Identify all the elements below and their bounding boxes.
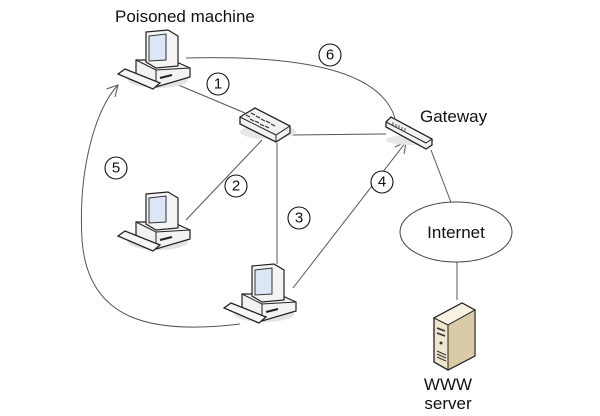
poisoned-machine-computer-icon[interactable] bbox=[117, 29, 191, 90]
link-5 bbox=[80, 85, 241, 328]
step-badge-6: 6 bbox=[318, 43, 342, 67]
gateway-label: Gateway bbox=[420, 107, 488, 126]
step-badge-5: 5 bbox=[104, 156, 128, 180]
link-2 bbox=[185, 139, 263, 221]
link-switch-gateway bbox=[291, 133, 387, 136]
www-server-icon[interactable] bbox=[432, 302, 477, 371]
computer-2-icon[interactable] bbox=[117, 191, 191, 252]
svg-text:6: 6 bbox=[326, 47, 334, 64]
switch-icon[interactable] bbox=[239, 107, 296, 143]
poisoned-machine-label: Poisoned machine bbox=[115, 7, 255, 26]
link-4 bbox=[292, 142, 406, 289]
step-badge-4: 4 bbox=[370, 170, 394, 194]
svg-text:1: 1 bbox=[214, 76, 222, 93]
internet-ellipse[interactable] bbox=[399, 201, 513, 263]
gateway-router-icon[interactable] bbox=[385, 116, 434, 150]
link-gateway-internet bbox=[430, 149, 453, 206]
svg-text:3: 3 bbox=[295, 210, 303, 227]
svg-text:5: 5 bbox=[112, 160, 120, 177]
server-label-server: server bbox=[424, 394, 472, 413]
link-1 bbox=[175, 83, 246, 114]
step-badge-3: 3 bbox=[287, 206, 311, 230]
server-label-www: WWW bbox=[424, 375, 472, 394]
step-badge-2: 2 bbox=[224, 174, 248, 198]
svg-text:4: 4 bbox=[378, 174, 386, 191]
link-6 bbox=[185, 57, 396, 119]
internet-label: Internet bbox=[427, 223, 485, 242]
computer-3-icon[interactable] bbox=[223, 263, 297, 324]
svg-text:2: 2 bbox=[232, 178, 240, 195]
step-badge-1: 1 bbox=[206, 72, 230, 96]
